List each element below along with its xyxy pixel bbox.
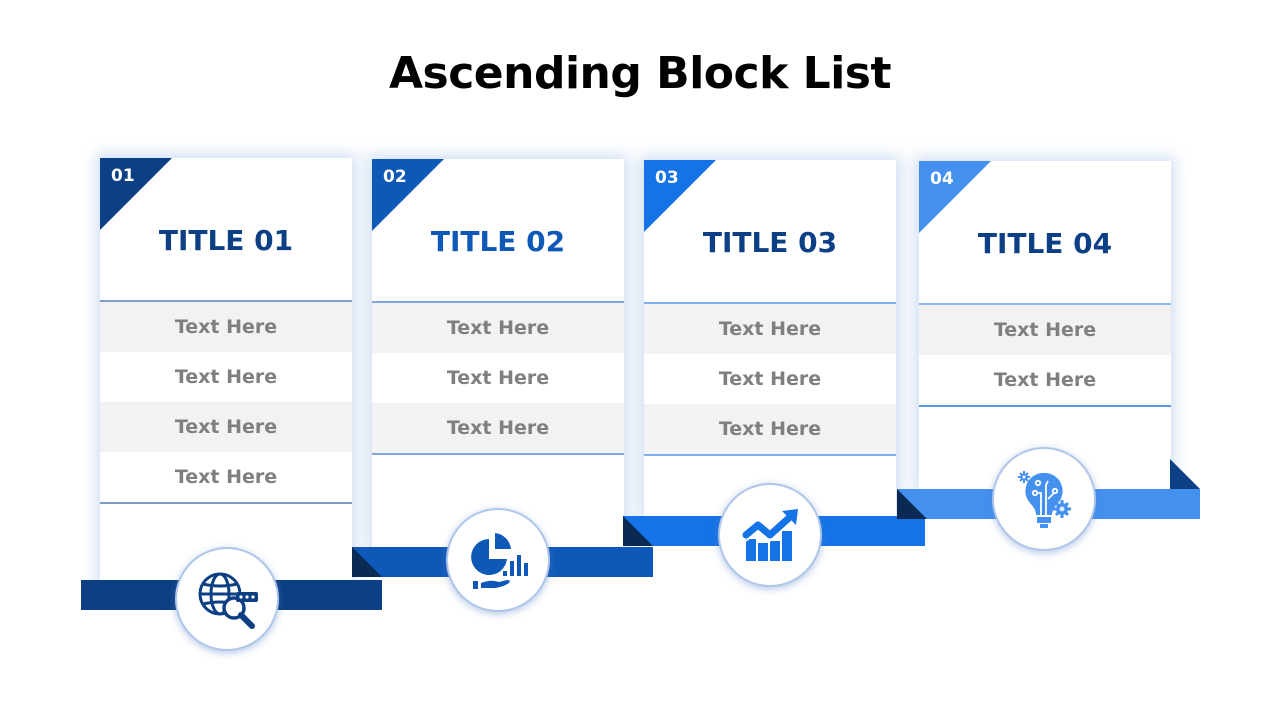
block-items: Text Here Text Here Text Here bbox=[644, 302, 896, 456]
globe-search-icon bbox=[198, 572, 258, 629]
icon-circle-03 bbox=[718, 483, 822, 587]
block-items: Text Here Text Here Text Here bbox=[372, 301, 624, 455]
list-item: Text Here bbox=[174, 466, 278, 488]
list-item: Text Here bbox=[446, 367, 550, 389]
block-card-01: 01 TITLE 01 Text Here Text Here Text Her… bbox=[100, 158, 352, 580]
list-item: Text Here bbox=[644, 304, 896, 354]
page-title: Ascending Block List bbox=[388, 48, 892, 99]
pie-chart-hand-icon bbox=[471, 533, 528, 589]
block-card-02: 02 TITLE 02 Text Here Text Here Text Her… bbox=[372, 159, 624, 548]
block-number: 01 bbox=[111, 166, 135, 186]
block-title: TITLE 02 bbox=[430, 225, 566, 258]
block-items: Text Here Text Here Text Here Text Here bbox=[100, 300, 352, 504]
icon-circle-04 bbox=[992, 447, 1096, 551]
list-item: Text Here bbox=[100, 302, 352, 352]
block-title: TITLE 03 bbox=[702, 226, 838, 259]
list-item: Text Here bbox=[100, 402, 352, 452]
lightbulb-gears-icon bbox=[1018, 471, 1071, 528]
list-item: Text Here bbox=[372, 303, 624, 353]
list-item: Text Here bbox=[372, 403, 624, 453]
block-title: TITLE 01 bbox=[158, 224, 294, 257]
block-number: 04 bbox=[930, 169, 954, 189]
icon-circle-02 bbox=[446, 508, 550, 612]
block-items: Text Here Text Here bbox=[919, 303, 1171, 407]
list-item: Text Here bbox=[644, 404, 896, 454]
block-number: 03 bbox=[655, 168, 679, 188]
list-item: Text Here bbox=[919, 305, 1171, 355]
block-number: 02 bbox=[383, 167, 407, 187]
icon-circle-01 bbox=[175, 547, 279, 651]
block-card-04: 04 TITLE 04 Text Here Text Here bbox=[919, 161, 1171, 489]
list-item: Text Here bbox=[718, 368, 822, 390]
list-item: Text Here bbox=[993, 369, 1097, 391]
growth-chart-icon bbox=[742, 509, 798, 561]
list-item: Text Here bbox=[174, 366, 278, 388]
ribbon-fold bbox=[1170, 459, 1200, 489]
block-title: TITLE 04 bbox=[977, 227, 1113, 260]
block-card-03: 03 TITLE 03 Text Here Text Here Text Her… bbox=[644, 160, 896, 517]
